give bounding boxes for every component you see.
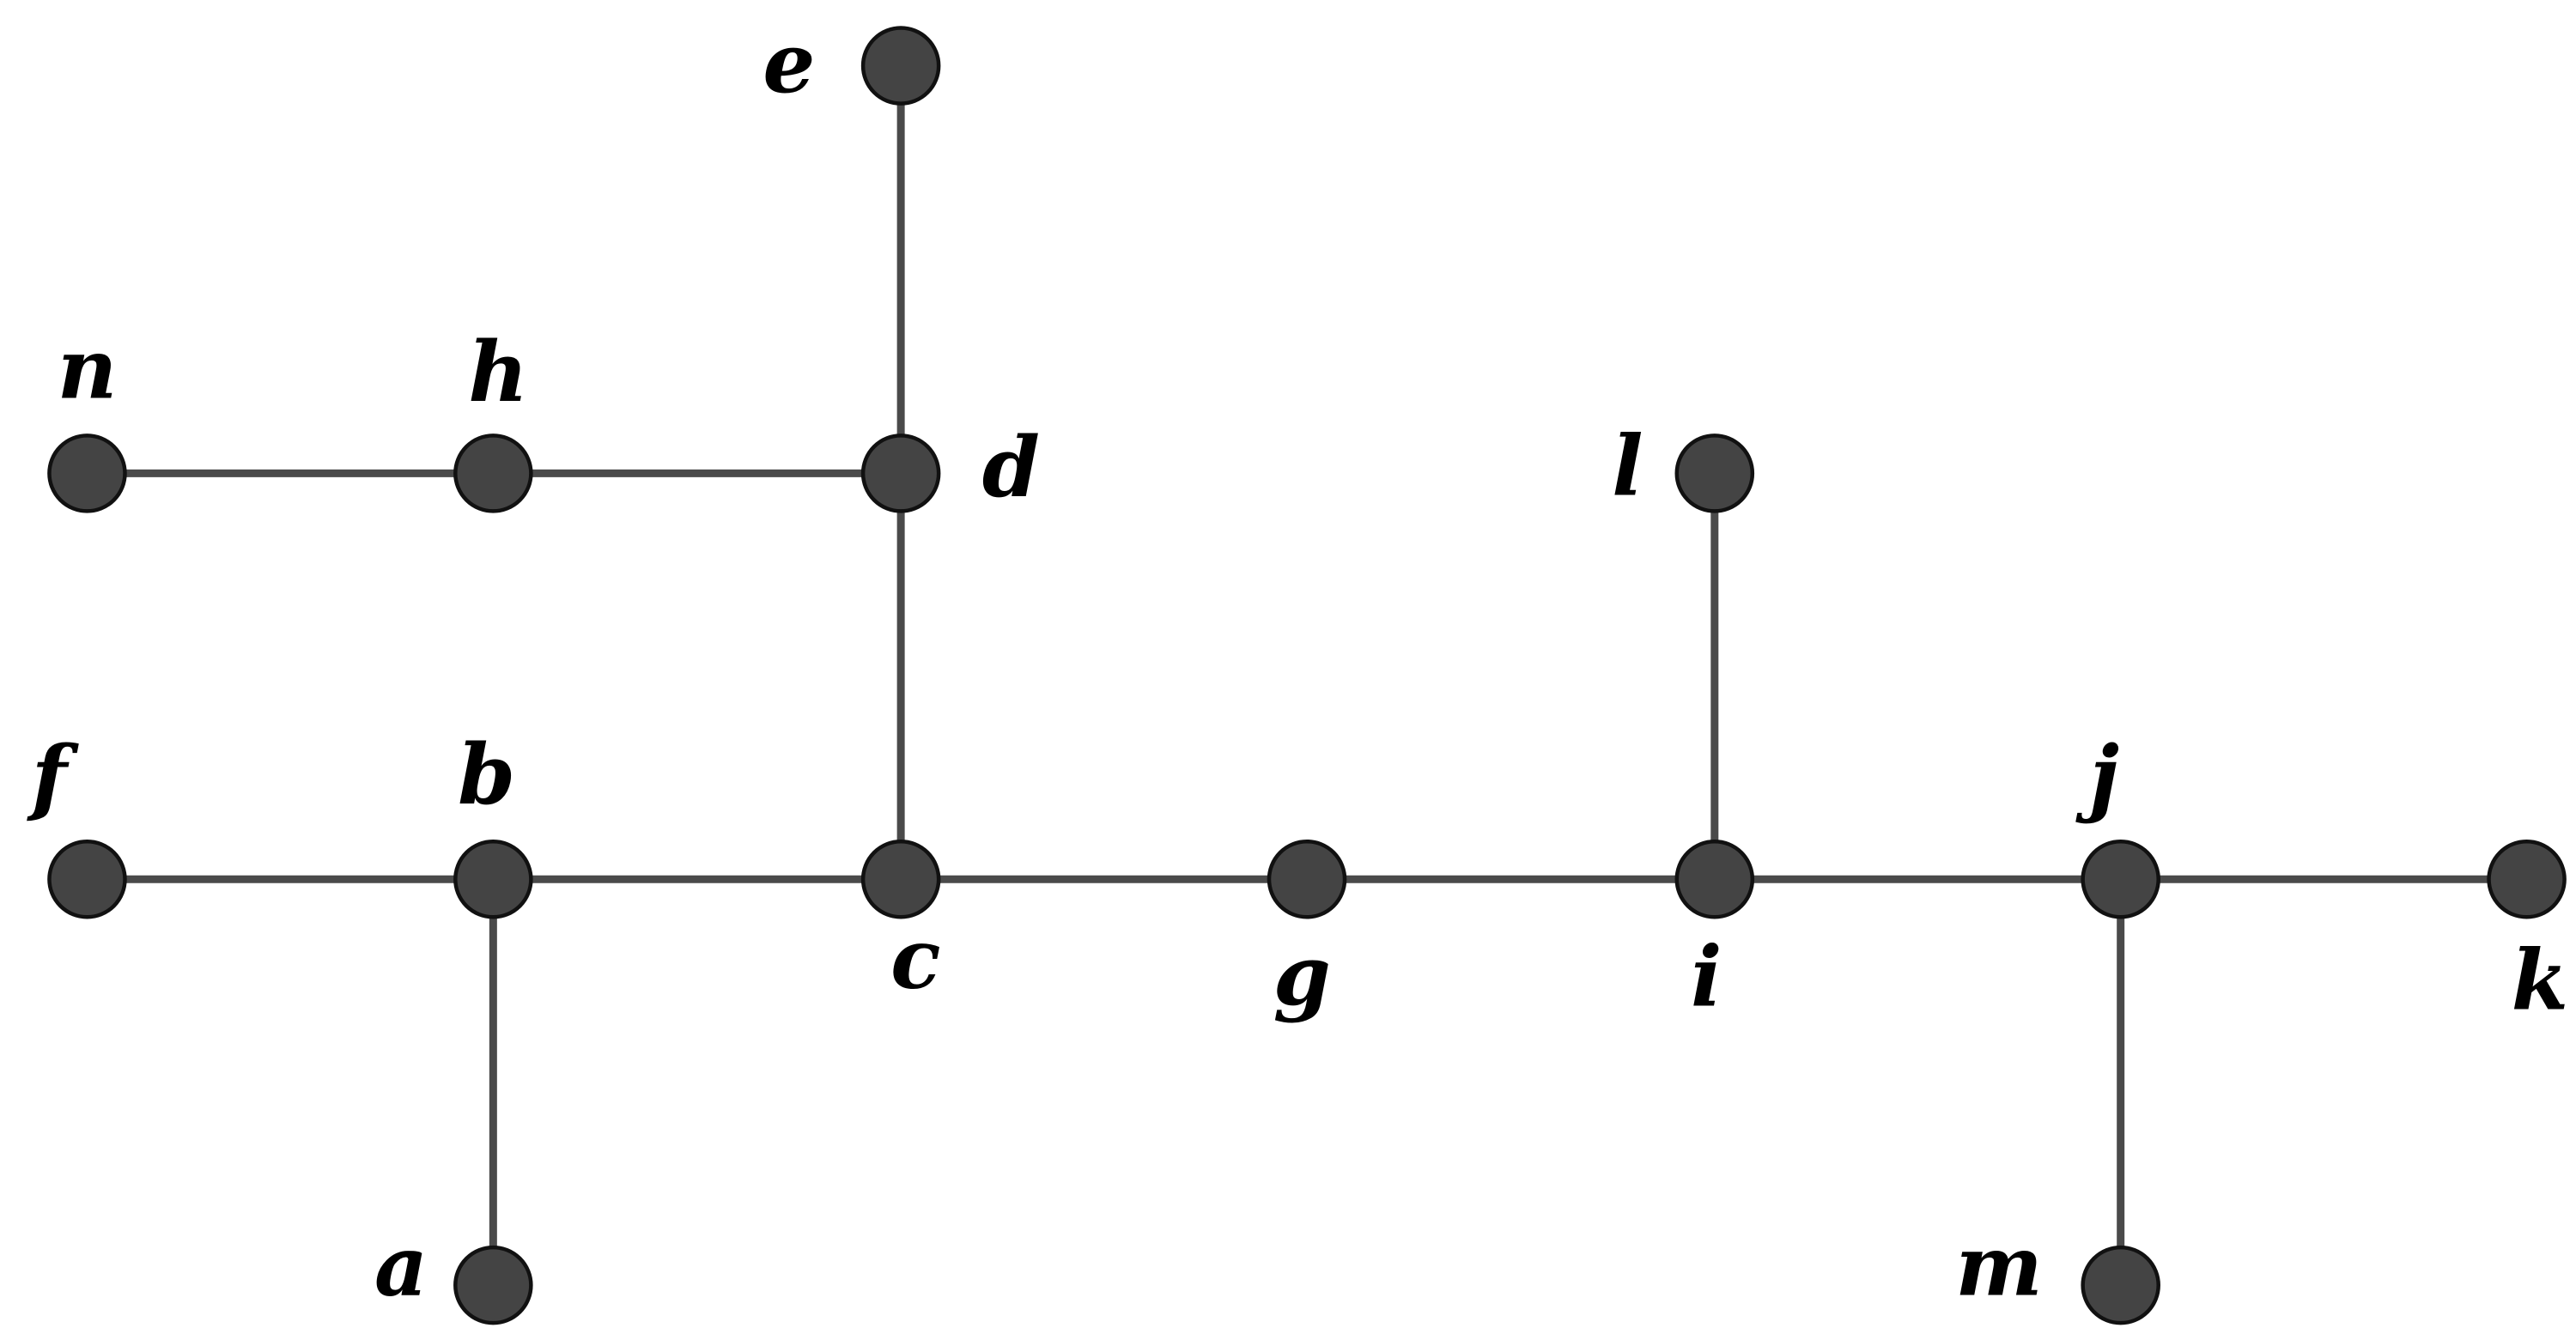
node-label-m: m [1955,1218,2043,1315]
node-n [47,434,127,513]
node-d [860,434,941,513]
labels-layer: e n h d l f b c g i j k a m [27,15,2568,1314]
node-h [453,434,533,513]
node-e [860,26,941,106]
node-a [453,1245,533,1325]
node-b [453,839,533,919]
node-l [1674,434,1755,513]
node-label-n: n [58,320,118,417]
node-label-h: h [468,324,528,421]
node-g [1267,839,1347,919]
node-k [2487,839,2567,919]
node-label-a: a [374,1218,428,1315]
node-m [2081,1245,2160,1325]
edges-layer [87,65,2527,1286]
node-label-i: i [1691,929,1722,1026]
node-c [860,839,941,919]
nodes-layer [47,26,2567,1325]
node-j [2081,839,2160,919]
node-label-k: k [2512,931,2569,1028]
node-label-l: l [1612,417,1643,514]
node-label-g: g [1273,927,1331,1024]
node-label-j: j [2075,728,2119,825]
node-label-d: d [982,419,1040,516]
node-label-c: c [890,911,940,1008]
node-label-e: e [762,15,815,112]
node-label-b: b [458,726,515,823]
node-i [1674,839,1755,919]
node-label-f: f [27,728,80,825]
node-f [47,839,127,919]
